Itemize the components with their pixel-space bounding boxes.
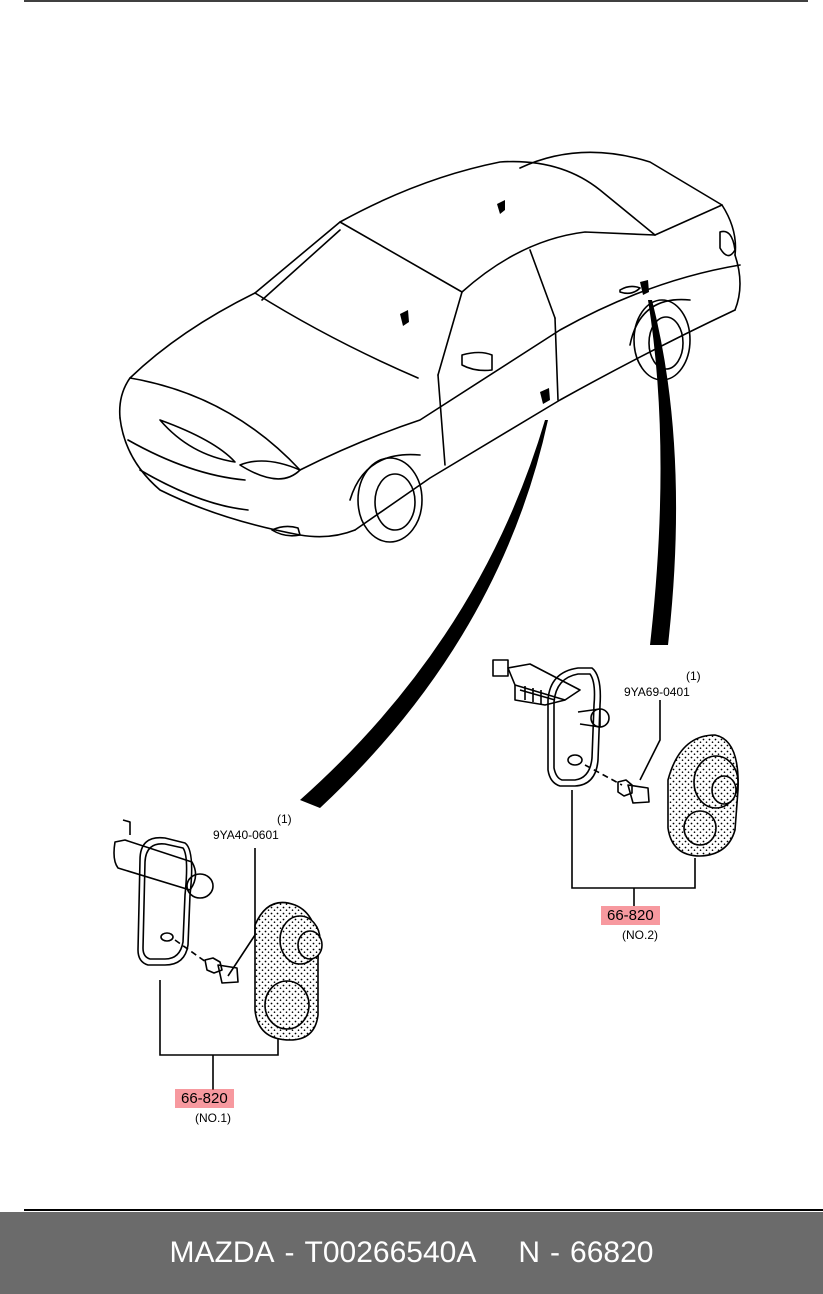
part-number-no1: 9YA40-0601 bbox=[213, 828, 279, 842]
locator-mark-roof bbox=[497, 200, 505, 214]
group-bracket-no1 bbox=[159, 848, 279, 1090]
locator-mark-rear-door bbox=[640, 280, 649, 295]
door-switch-no1 bbox=[113, 819, 239, 984]
qty-label-no2: (1) bbox=[686, 669, 701, 683]
footer-part-prefix: N bbox=[518, 1236, 541, 1269]
footer-doc-id: T00266540A bbox=[304, 1236, 477, 1269]
footer-separator-2: - bbox=[550, 1236, 561, 1269]
qty-label-no1: (1) bbox=[277, 812, 292, 826]
leader-rear-door bbox=[648, 300, 677, 645]
car-illustration bbox=[118, 151, 741, 543]
locator-mark-hood bbox=[400, 310, 409, 326]
group-bracket-no2 bbox=[571, 700, 696, 906]
rubber-boot-no2 bbox=[667, 734, 739, 857]
locator-mark-front-door bbox=[540, 388, 550, 404]
part-number-no2: 9YA69-0401 bbox=[624, 685, 690, 699]
ref-code-no1: 66-820 bbox=[175, 1089, 234, 1108]
footer-part-code: 66820 bbox=[570, 1236, 654, 1269]
leader-front-door bbox=[300, 420, 548, 808]
sub-label-no2: (NO.2) bbox=[622, 928, 658, 942]
footer-brand: MAZDA bbox=[169, 1236, 275, 1269]
footer-bar: MAZDA - T00266540A N - 66820 bbox=[0, 1212, 823, 1294]
rubber-boot-no1 bbox=[254, 901, 323, 1041]
ref-code-no2: 66-820 bbox=[601, 906, 660, 925]
door-switch-no2 bbox=[492, 659, 650, 804]
sub-label-no1: (NO.1) bbox=[195, 1111, 231, 1125]
footer-separator: - bbox=[284, 1236, 295, 1269]
